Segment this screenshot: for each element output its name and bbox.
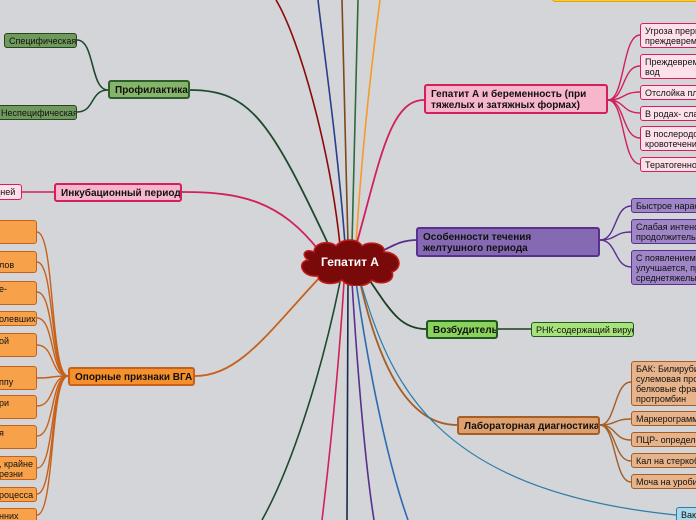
branch-lab-diagnostics-label: Лабораторная диагностика	[464, 421, 600, 432]
leaf-pregnancy-5[interactable]: В послеродовом периоде кровотечения	[640, 126, 696, 151]
leaf-sign-3[interactable]: е-	[0, 281, 37, 305]
leaf-sign-8-label: я	[0, 428, 4, 438]
leaf-jaundice-2[interactable]: Слабая интенсивность продолжительность	[631, 219, 696, 244]
branch-jaundice-course-label: Особенности течения желтушного периода	[423, 232, 532, 254]
branch-prophylaxis-label: Профилактика	[115, 85, 188, 96]
leaf-sign-8[interactable]: я	[0, 425, 37, 449]
leaf-sign-6[interactable]: ппу	[0, 366, 37, 390]
leaf-lab-3-label: ПЦР- определение	[636, 435, 696, 445]
branch-jaundice-course[interactable]: Особенности течения желтушного периода	[416, 227, 600, 257]
leaf-pregnancy-4[interactable]: В родах- слабость	[640, 106, 696, 121]
leaf-sign-1[interactable]	[0, 220, 37, 244]
leaf-sign-2-label: лов	[0, 260, 15, 270]
leaf-rna-virus-label: РНК-содержащий вирус	[536, 325, 634, 335]
leaf-jaundice-3[interactable]: С появлением желтухи улучшается, при сре…	[631, 250, 696, 285]
leaf-sign-4[interactable]: олевших	[0, 311, 37, 326]
leaf-sign-5-label: ой	[0, 336, 10, 346]
leaf-sign-9-label: , крайне резни	[0, 459, 33, 479]
leaf-sign-6-label: ппу	[0, 377, 14, 387]
branch-incubation-label: Инкубационный период	[61, 188, 181, 199]
leaf-pregnancy-6-label: Тератогенного	[645, 160, 696, 170]
leaf-sign-11[interactable]: нних	[0, 508, 37, 520]
leaf-lab-5[interactable]: Моча на уробилин	[631, 474, 696, 489]
leaf-sign-7[interactable]: ри	[0, 395, 37, 419]
leaf-jaundice-1[interactable]: Быстрое нарастание	[631, 198, 696, 213]
leaf-vaccination-label: Вакц	[681, 510, 696, 520]
leaf-pregnancy-2[interactable]: Преждевременное излитие вод	[640, 54, 696, 79]
branch-pregnancy-label: Гепатит А и беременность (при тяжелых и …	[431, 89, 587, 111]
leaf-sign-10[interactable]: роцесса	[0, 487, 37, 502]
branch-lab-diagnostics[interactable]: Лабораторная диагностика	[457, 416, 600, 435]
branch-hav-signs-label: Опорные признаки ВГА	[75, 372, 193, 383]
leaf-jaundice-3-label: С появлением желтухи улучшается, при сре…	[636, 253, 696, 283]
central-cloud-shape	[300, 239, 400, 287]
leaf-sign-5[interactable]: ой	[0, 333, 37, 357]
branch-prophylaxis[interactable]: Профилактика	[108, 80, 190, 99]
leaf-lab-3[interactable]: ПЦР- определение	[631, 432, 696, 447]
leaf-sign-3-label: е-	[0, 284, 8, 294]
leaf-rna-virus[interactable]: РНК-содержащий вирус	[531, 322, 634, 337]
leaf-nonspecific[interactable]: Неспецифическая	[0, 105, 77, 120]
central-topic[interactable]: Гепатит А	[296, 238, 404, 287]
leaf-pregnancy-1-label: Угроза прерывания преждевременных	[645, 26, 696, 46]
leaf-pregnancy-4-label: В родах- слабость	[645, 109, 696, 119]
leaf-jaundice-2-label: Слабая интенсивность продолжительность	[636, 222, 696, 242]
central-topic-label: Гепатит А	[321, 255, 379, 269]
branch-hav-signs[interactable]: Опорные признаки ВГА	[68, 367, 195, 386]
leaf-pregnancy-3-label: Отслойка плаценты	[645, 88, 696, 98]
leaf-sign-7-label: ри	[0, 398, 10, 408]
leaf-specific[interactable]: Специфическая	[4, 33, 77, 48]
leaf-specific-label: Специфическая	[9, 36, 77, 46]
leaf-sign-11-label: нних	[0, 511, 19, 520]
leaf-sign-10-label: роцесса	[0, 490, 34, 500]
leaf-vaccination[interactable]: Вакц	[676, 507, 696, 520]
leaf-jaundice-1-label: Быстрое нарастание	[636, 201, 696, 211]
branch-incubation[interactable]: Инкубационный период	[54, 183, 182, 202]
leaf-pregnancy-1[interactable]: Угроза прерывания преждевременных	[640, 23, 696, 48]
leaf-nonspecific-label: Неспецифическая	[1, 108, 77, 118]
leaf-sign-2[interactable]: лов	[0, 251, 37, 273]
leaf-lab-4-label: Кал на стеркобилин	[636, 456, 696, 466]
leaf-pregnancy-6[interactable]: Тератогенного	[640, 157, 696, 172]
leaf-pregnancy-2-label: Преждевременное излитие вод	[645, 57, 696, 77]
leaf-lab-4[interactable]: Кал на стеркобилин	[631, 453, 696, 468]
offscreen-node-top[interactable]	[552, 0, 696, 2]
leaf-sign-4-label: олевших	[0, 314, 36, 324]
branch-agent[interactable]: Возбудитель	[426, 320, 498, 339]
leaf-lab-5-label: Моча на уробилин	[636, 477, 696, 487]
branch-pregnancy[interactable]: Гепатит А и беременность (при тяжелых и …	[424, 84, 608, 114]
leaf-lab-1-label: БАК: Билирубин, сулемовая проба, белковы…	[636, 364, 696, 404]
leaf-pregnancy-5-label: В послеродовом периоде кровотечения	[645, 129, 696, 149]
leaf-lab-1[interactable]: БАК: Билирубин, сулемовая проба, белковы…	[631, 361, 696, 406]
branch-agent-label: Возбудитель	[433, 325, 498, 336]
leaf-lab-2[interactable]: Маркерограмма	[631, 411, 696, 426]
leaf-lab-2-label: Маркерограмма	[636, 414, 696, 424]
leaf-pregnancy-3[interactable]: Отслойка плаценты	[640, 85, 696, 100]
leaf-sign-9[interactable]: , крайне резни	[0, 456, 37, 480]
